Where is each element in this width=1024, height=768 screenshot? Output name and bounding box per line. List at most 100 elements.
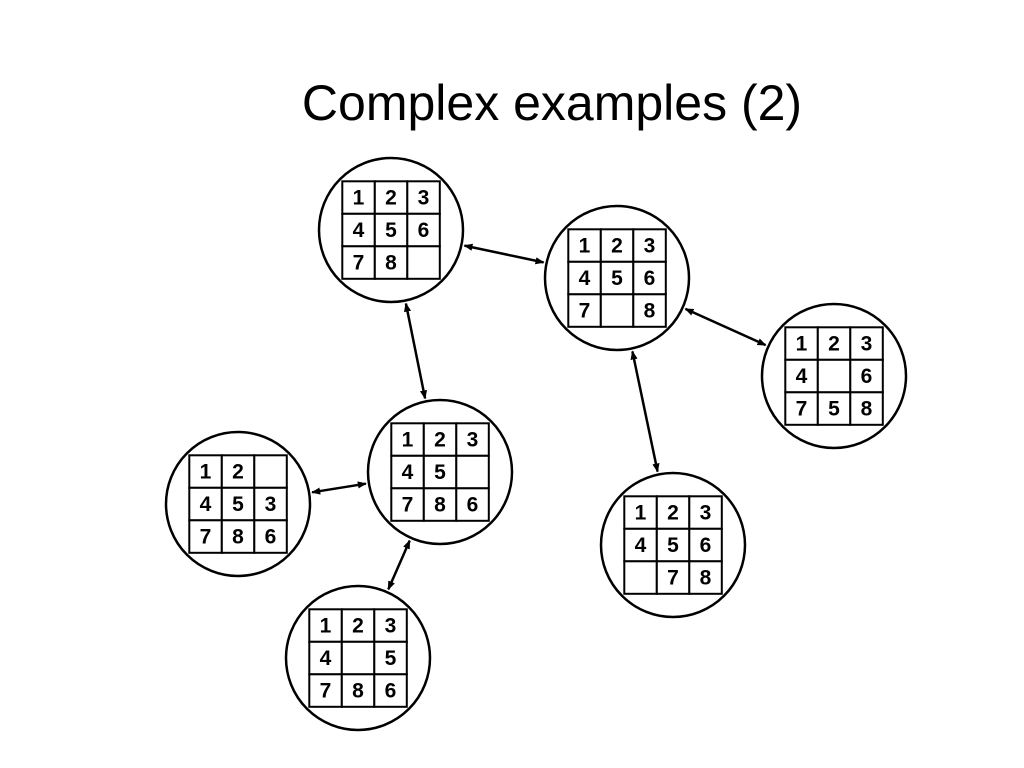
tile-number: 2 <box>385 187 397 210</box>
puzzle-tile <box>390 487 425 522</box>
tile-number: 4 <box>796 365 808 388</box>
tile-number: 1 <box>200 461 212 484</box>
tile-number: 7 <box>796 398 808 421</box>
tile-number: 1 <box>402 429 414 452</box>
slide-title: Complex examples (2) <box>301 75 803 131</box>
tile-number: 5 <box>667 534 679 557</box>
tile-number: 2 <box>611 235 623 258</box>
tile-number: 2 <box>667 502 679 525</box>
tile-number: 3 <box>700 502 712 525</box>
tile-number: 6 <box>700 534 712 557</box>
puzzle-tile <box>632 260 667 296</box>
tile-number: 8 <box>385 252 397 275</box>
tile-number: 4 <box>200 493 212 516</box>
tile-number: 4 <box>402 461 414 484</box>
tile-number: 7 <box>320 680 332 703</box>
tile-number: 2 <box>352 615 364 638</box>
tile-number: 6 <box>418 219 430 242</box>
puzzle-tile <box>688 560 723 595</box>
puzzle-tile <box>341 212 376 248</box>
puzzle-tile <box>816 326 852 361</box>
tile-number: 2 <box>434 429 446 452</box>
puzzle-tile <box>655 495 691 530</box>
edge-arrow-goal-s-7-blank-8 <box>463 243 545 265</box>
blank-tile <box>816 358 852 394</box>
tile-number: 4 <box>320 647 332 670</box>
tile-number: 6 <box>385 680 397 703</box>
edge-arrow-s-4-5-blank-s-4-blank-5 <box>387 539 411 591</box>
puzzle-tile <box>253 486 288 522</box>
puzzle-tile <box>373 640 408 676</box>
tile-number: 1 <box>635 502 647 525</box>
puzzle-tile <box>688 527 723 563</box>
blank-tile <box>253 454 288 489</box>
puzzle-tile <box>308 673 343 708</box>
tile-number: 3 <box>644 235 656 258</box>
tile-number: 3 <box>861 333 873 356</box>
tile-number: 5 <box>232 493 244 516</box>
tile-number: 7 <box>353 252 365 275</box>
tile-number: 5 <box>434 461 446 484</box>
edge-arrow-s-7-blank-8-s-blank-7-8 <box>630 350 660 473</box>
tile-number: 3 <box>467 429 479 452</box>
tile-number: 3 <box>385 615 397 638</box>
puzzle-tile <box>373 608 408 643</box>
tile-number: 6 <box>467 494 479 517</box>
puzzle-tile <box>220 454 256 489</box>
tile-number: 5 <box>385 219 397 242</box>
tile-number: 5 <box>385 647 397 670</box>
tile-number: 1 <box>579 235 591 258</box>
tile-number: 8 <box>434 494 446 517</box>
puzzle-tile <box>849 391 884 426</box>
tile-number: 6 <box>265 526 277 549</box>
tile-number: 4 <box>579 267 591 290</box>
puzzle-tile <box>623 495 658 530</box>
edge-arrow-s-7-blank-8-s-4-blank-6 <box>684 307 767 347</box>
edges-layer <box>311 243 767 591</box>
puzzle-tile <box>341 245 376 280</box>
puzzle-tile <box>632 228 667 263</box>
puzzle-tile <box>373 673 408 708</box>
tile-number: 3 <box>265 493 277 516</box>
tile-number: 5 <box>828 398 840 421</box>
tile-number: 2 <box>232 461 244 484</box>
tile-number: 1 <box>796 333 808 356</box>
tile-number: 7 <box>579 300 591 323</box>
puzzle-tile <box>849 326 884 361</box>
blank-tile <box>455 454 490 490</box>
tile-number: 5 <box>611 267 623 290</box>
puzzle-tile <box>188 519 223 554</box>
tile-number: 3 <box>418 187 430 210</box>
tile-number: 8 <box>644 300 656 323</box>
tile-number: 6 <box>861 365 873 388</box>
tile-number: 8 <box>700 567 712 590</box>
puzzle-tile <box>632 293 667 328</box>
puzzle-tile <box>567 260 602 296</box>
puzzle-tile <box>220 519 256 554</box>
blank-tile <box>340 640 376 676</box>
blank-tile <box>623 560 658 595</box>
blank-tile <box>599 293 635 328</box>
puzzle-tile <box>655 560 691 595</box>
edge-arrow-s-4-5-blank-s-12-blank <box>311 481 367 495</box>
puzzle-tile <box>455 487 490 522</box>
tile-number: 8 <box>352 680 364 703</box>
tile-number: 8 <box>232 526 244 549</box>
tile-number: 7 <box>667 567 679 590</box>
tile-number: 8 <box>861 398 873 421</box>
edge-arrow-goal-s-4-5-blank <box>403 302 428 400</box>
tile-number: 1 <box>320 615 332 638</box>
puzzle-tile <box>816 391 852 426</box>
tile-number: 4 <box>635 534 647 557</box>
tile-number: 7 <box>200 526 212 549</box>
puzzle-tile <box>253 519 288 554</box>
tile-number: 1 <box>353 187 365 210</box>
tile-number: 6 <box>644 267 656 290</box>
